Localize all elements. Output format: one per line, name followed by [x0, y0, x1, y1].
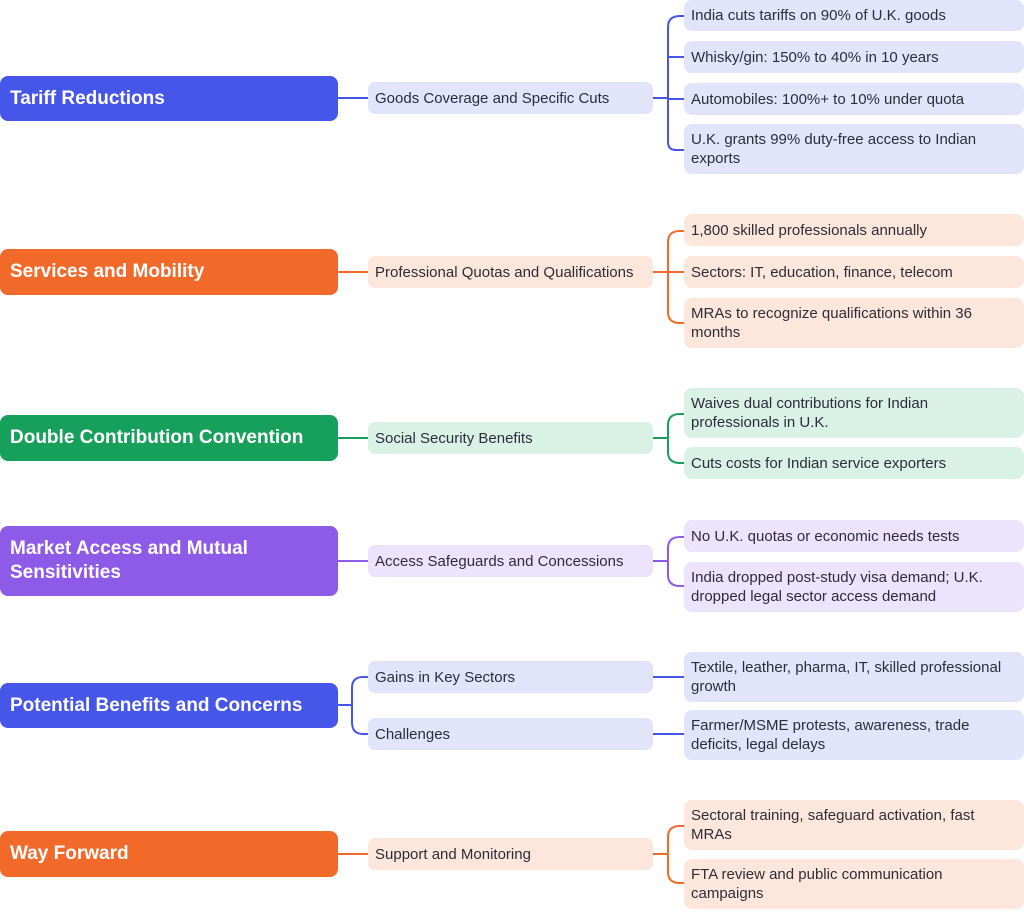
root-label: Double Contribution Convention — [10, 427, 304, 448]
leaf-label: India cuts tariffs on 90% of U.K. goods — [691, 7, 946, 24]
leaf-label: Automobiles: 100%+ to 10% under quota — [691, 90, 965, 108]
leaf-node[interactable]: FTA review and public communication camp… — [684, 859, 1024, 909]
group-label: Professional Quotas and Qualifications — [375, 263, 634, 281]
leaf-node[interactable]: MRAs to recognize qualifications within … — [684, 298, 1024, 348]
group-node[interactable]: Access Safeguards and Concessions — [368, 545, 653, 577]
group-label: Challenges — [375, 725, 451, 743]
leaf-node[interactable]: Textile, leather, pharma, IT, skilled pr… — [684, 652, 1024, 702]
root-label: Services and Mobility — [10, 261, 205, 282]
group-label: Support and Monitoring — [375, 845, 531, 863]
leaf-node[interactable]: 1,800 skilled professionals annually — [684, 214, 1024, 246]
root-label: Market Access and Mutual Sensitivities — [10, 538, 248, 583]
leaf-label: No U.K. quotas or economic needs tests — [691, 527, 960, 545]
leaf-node[interactable]: Cuts costs for Indian service exporters — [684, 447, 1024, 479]
group-label: Goods Coverage and Specific Cuts — [375, 89, 610, 107]
leaf-node[interactable]: Sectors: IT, education, finance, telecom — [684, 256, 1024, 288]
root-label: Potential Benefits and Concerns — [10, 694, 303, 716]
root-label: Tariff Reductions — [10, 87, 165, 109]
leaf-label: India dropped post-study visa demand; U.… — [691, 569, 983, 605]
group-node[interactable]: Professional Quotas and Qualifications — [368, 256, 653, 288]
group-label: Access Safeguards and Concessions — [375, 552, 624, 570]
leaf-node[interactable]: India cuts tariffs on 90% of U.K. goods — [684, 0, 1024, 31]
leaf-node[interactable]: India dropped post-study visa demand; U.… — [684, 562, 1024, 612]
leaf-label: U.K. grants 99% duty-free access to Indi… — [691, 131, 977, 167]
leaf-node[interactable]: Sectoral training, safeguard activation,… — [684, 800, 1024, 850]
leaf-node[interactable]: U.K. grants 99% duty-free access to Indi… — [684, 124, 1024, 174]
group-label: Gains in Key Sectors — [375, 668, 516, 686]
root-node-way-forward[interactable]: Way Forward — [0, 831, 338, 877]
leaf-label: Sectors: IT, education, finance, telecom — [691, 263, 953, 281]
leaf-label: Whisky/gin: 150% to 40% in 10 years — [691, 48, 939, 66]
leaf-node[interactable]: No U.K. quotas or economic needs tests — [684, 520, 1024, 552]
root-node-market-access[interactable]: Market Access and Mutual Sensitivities — [0, 526, 338, 596]
leaf-node[interactable]: Whisky/gin: 150% to 40% in 10 years — [684, 41, 1024, 73]
group-label: Social Security Benefits — [375, 429, 533, 447]
leaf-node[interactable]: Automobiles: 100%+ to 10% under quota — [684, 83, 1024, 115]
root-node-double-contribution-convention[interactable]: Double Contribution Convention — [0, 415, 338, 461]
leaf-node[interactable]: Farmer/MSME protests, awareness, trade d… — [684, 710, 1024, 760]
leaf-label: Waives dual contributions for Indian pro… — [691, 395, 929, 431]
root-label: Way Forward — [10, 843, 129, 864]
leaf-label: FTA review and public communication camp… — [691, 866, 943, 902]
leaf-label: 1,800 skilled professionals annually — [691, 221, 927, 239]
leaf-label: Sectoral training, safeguard activation,… — [691, 807, 975, 843]
leaf-node[interactable]: Waives dual contributions for Indian pro… — [684, 388, 1024, 438]
root-node-services-and-mobility[interactable]: Services and Mobility — [0, 249, 338, 295]
group-node[interactable]: Gains in Key Sectors — [368, 661, 653, 693]
group-node[interactable]: Challenges — [368, 718, 653, 750]
group-node[interactable]: Social Security Benefits — [368, 422, 653, 454]
group-node[interactable]: Goods Coverage and Specific Cuts — [368, 82, 653, 114]
root-node-potential-benefits[interactable]: Potential Benefits and Concerns — [0, 683, 338, 728]
leaf-label: Cuts costs for Indian service exporters — [691, 454, 947, 472]
group-node[interactable]: Support and Monitoring — [368, 838, 653, 870]
root-node-tariff-reductions[interactable]: Tariff Reductions — [0, 76, 338, 121]
leaf-label: Farmer/MSME protests, awareness, trade d… — [691, 717, 970, 753]
leaf-label: Textile, leather, pharma, IT, skilled pr… — [691, 659, 1002, 695]
leaf-label: MRAs to recognize qualifications within … — [691, 305, 972, 341]
